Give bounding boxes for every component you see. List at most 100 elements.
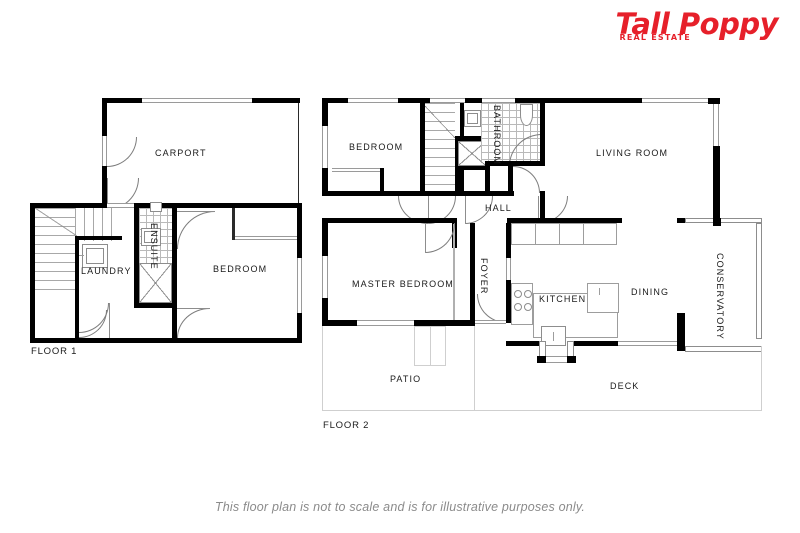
wall-f2-bath-bottom (490, 161, 512, 166)
wall-f2-hall-closet-right (508, 166, 513, 196)
kitchen-counter-div-2 (559, 223, 560, 245)
door-leaf-carport-bottom (107, 178, 108, 210)
wall-stairs-f1-edge-v2 (75, 298, 79, 338)
door-swing-foyer (477, 294, 506, 323)
window-f2-bedroom-left (322, 126, 328, 168)
wall-carport-top-left (102, 98, 142, 103)
wall-carport-left (102, 98, 107, 136)
door-swing-f1-bedroom (177, 308, 210, 338)
window-f2-bedroom-top (348, 98, 398, 103)
wall-f2-top-left-a (322, 98, 348, 103)
wall-ensuite-bottom (134, 303, 177, 308)
kitchen-sink-tap (553, 332, 554, 341)
room-label-master-bedroom: MASTER BEDROOM (352, 279, 454, 289)
ensuite-vanity-basin (144, 231, 157, 243)
wall-f2-master-top (322, 218, 457, 223)
wall-stairs-f1-edge-h (75, 236, 122, 240)
door-leaf-hall-living (538, 196, 539, 224)
door-swing-master (425, 223, 455, 253)
wall-f2-master-bottom-l (322, 320, 357, 326)
room-label-living-room: LIVING ROOM (596, 148, 669, 158)
room-label-bathroom: BATHROOM (492, 105, 502, 166)
wall-f2-foyer-left (470, 223, 475, 323)
wall-f2-conservatory-pier-top (677, 218, 685, 223)
room-label-f2-bedroom: BEDROOM (349, 142, 404, 152)
wall-f2-living-left (540, 103, 545, 166)
room-label-dining: DINING (631, 287, 670, 297)
room-label-carport: CARPORT (155, 148, 207, 158)
wall-f2-bath-bot-right (508, 161, 545, 166)
wall-f1-top-left (30, 203, 107, 208)
wall-f1-right-mid (297, 238, 302, 258)
patio-outline (322, 326, 475, 411)
window-f2-dining-bottom (618, 341, 677, 346)
wall-f2-master-left-bot (322, 298, 328, 326)
door-leaf-hall-b (465, 196, 466, 224)
kitchen-counter-div-1 (535, 223, 536, 245)
stairs-f2-direction-arrow (425, 106, 455, 138)
kitchen-pantry (587, 283, 619, 313)
wall-f2-linen-bottom (456, 166, 490, 170)
door-swing-hall-closet (513, 166, 540, 193)
wall-ensuite-left (134, 203, 139, 308)
wall-f2-bedroom-left-top (322, 98, 328, 126)
patio-step-line (430, 326, 431, 366)
wall-carport-left-low (102, 166, 107, 206)
brand-wordmark: Tall Poppy (615, 7, 779, 41)
ensuite-tiled-floor (139, 208, 172, 263)
deck-outline (475, 346, 762, 411)
wall-carport-right-thin (298, 103, 299, 206)
wall-f2-master-bottom-r (414, 320, 475, 326)
wall-f1-bottom (30, 338, 302, 343)
room-label-deck: DECK (610, 381, 640, 391)
window-f1-top-gap (107, 203, 134, 208)
wall-f2-bath-left (460, 103, 464, 136)
wall-f2-deck-door-jamb-left (537, 356, 546, 363)
wall-f2-living-right (713, 146, 720, 223)
room-label-foyer: FOYER (479, 258, 489, 295)
wall-f2-top-left-b (398, 98, 430, 103)
window-f2-living-right-upper (713, 104, 719, 146)
door-swing-laundry-bottom-b (79, 310, 107, 338)
floor-2-label: FLOOR 2 (323, 420, 370, 431)
stairs-f1-horizontal (75, 208, 120, 241)
window-f2-bedroom-wardrobe (332, 168, 380, 172)
window-carport-top (142, 98, 252, 103)
room-label-ensuite: ENSUITE (149, 223, 159, 270)
floor-1-plan: CARPORT LAUNDRY ENSUITE BEDROOM (30, 98, 310, 348)
wall-f2-bedroom-left-bot (322, 168, 328, 196)
window-f1-wardrobe (235, 236, 297, 240)
f2-linen-cupboard (458, 141, 486, 166)
wall-f2-stairs-bottom (420, 191, 460, 196)
bathroom-vanity-basin (467, 113, 478, 124)
bathroom-toilet (520, 104, 533, 126)
ensuite-toilet (150, 202, 162, 212)
kitchen-burner-1 (514, 290, 522, 298)
wall-f1-top-mid (134, 203, 302, 208)
wall-f2-stairs-right (455, 136, 460, 191)
wall-f2-kitchen-bottom-left (506, 341, 539, 346)
door-swing-ensuite (177, 211, 215, 249)
wall-ensuite-right (172, 203, 177, 338)
wall-f1-right-top (297, 203, 302, 238)
door-swing-carport-left (107, 137, 137, 167)
door-leaf-f1-bedroom (177, 308, 210, 309)
door-leaf-ensuite (177, 211, 215, 212)
wall-f2-bedroom-right (420, 103, 425, 195)
window-f2-stair-top (430, 98, 465, 103)
window-f2-bathroom-top (482, 98, 515, 103)
room-label-laundry: LAUNDRY (81, 266, 132, 276)
kitchen-burner-2 (524, 290, 532, 298)
wall-f2-hall-closet-bottom (460, 191, 514, 196)
window-f1-bedroom-right (297, 258, 302, 313)
brand-logo: Tall Poppy REAL ESTATE (615, 7, 779, 42)
kitchen-counter-top (511, 223, 617, 245)
floor-2-plan: BEDROOM BATHROOM LIVING ROOM HALL MASTER… (322, 98, 762, 418)
window-f2-deck-door-panel (546, 356, 567, 363)
wall-f1-right-bot (297, 313, 302, 343)
wall-f2-top-right (708, 98, 720, 104)
wall-f2-top-mid (465, 98, 482, 103)
wall-f2-kitchen-bottom-right (574, 341, 618, 346)
wall-f2-top-living (545, 98, 642, 103)
window-f2-master-left (322, 256, 328, 298)
